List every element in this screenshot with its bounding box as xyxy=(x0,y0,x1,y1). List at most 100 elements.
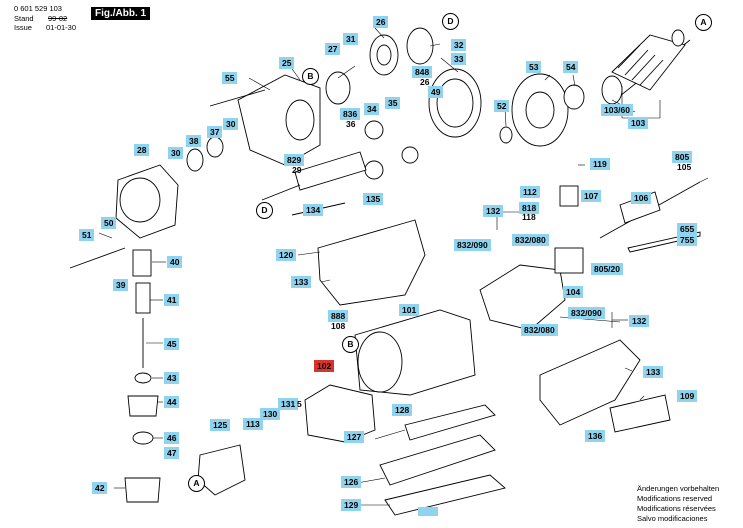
modification-notes: Änderungen vorbehalten Modifications res… xyxy=(637,484,719,524)
housing-shell-133 xyxy=(317,219,426,306)
callout-805-sub: 105 xyxy=(677,162,692,172)
bearing-52 xyxy=(499,126,513,144)
callout-38: 38 xyxy=(186,135,202,147)
callout-51: 51 xyxy=(79,229,95,241)
callout-832-080-top: 832/080 xyxy=(512,234,549,246)
callout-103-60: 103/60 xyxy=(601,104,633,116)
callout-848-sub: 26 xyxy=(420,77,430,87)
callout-46: 46 xyxy=(164,432,180,444)
gear-housing-bore xyxy=(285,99,315,141)
note-en: Modifications reserved xyxy=(637,494,713,503)
handle-shell-133 xyxy=(539,339,641,426)
switch-housing xyxy=(479,264,566,331)
callout-37: 37 xyxy=(207,126,223,138)
callout-107: 107 xyxy=(581,190,602,202)
bearing-plate xyxy=(511,73,569,147)
callout-35: 35 xyxy=(385,97,401,109)
callout-829-sub: 29 xyxy=(292,165,302,175)
callout-119: 119 xyxy=(590,158,610,170)
callout-52: 52 xyxy=(494,100,510,112)
ring-gear-inner xyxy=(436,78,474,128)
callout-832-090-top: 832/090 xyxy=(454,239,491,251)
spindle-shaft xyxy=(261,184,301,201)
callout-755: 755 xyxy=(677,234,698,246)
callout-888-sub: 108 xyxy=(331,321,346,331)
callout-832-090-right: 832/090 xyxy=(568,307,605,319)
nut-42 xyxy=(124,477,161,503)
angle-head-face xyxy=(119,177,161,223)
callout-32: 32 xyxy=(451,39,467,51)
callout-47: 47 xyxy=(164,447,180,459)
callout-131-sub: 5 xyxy=(297,399,302,409)
callout-34: 34 xyxy=(364,103,380,115)
callout-133-left: 133 xyxy=(291,276,312,288)
planet-gear-right xyxy=(401,146,419,164)
ref-circle-d-left: D xyxy=(256,202,273,219)
callout-131: 131 xyxy=(278,398,299,410)
field-coil xyxy=(304,384,376,443)
collet-46 xyxy=(132,431,154,445)
note-es: Salvo modificaciones xyxy=(637,514,708,523)
callout-33: 33 xyxy=(451,53,467,65)
sleeve-40 xyxy=(132,249,152,277)
callout-129: 129 xyxy=(341,499,362,511)
screw-55 xyxy=(209,89,266,107)
callout-50: 50 xyxy=(101,217,117,229)
callout-130: 130 xyxy=(260,408,281,420)
callout-45: 45 xyxy=(164,338,180,350)
callout-818-sub: 118 xyxy=(522,212,536,222)
stand-label: Stand xyxy=(14,14,34,23)
armature-fan xyxy=(601,75,623,105)
callout-28: 28 xyxy=(134,144,150,156)
base-129 xyxy=(384,474,506,516)
callout-805: 805 xyxy=(672,151,693,163)
callout-40: 40 xyxy=(167,256,183,268)
callout-805-20: 805/20 xyxy=(591,263,623,275)
screw-51 xyxy=(69,247,126,269)
suppressor-112 xyxy=(559,185,579,207)
motor-housing-opening xyxy=(357,331,403,393)
callout-113: 113 xyxy=(243,418,263,430)
ref-circle-b-top: B xyxy=(302,68,319,85)
callout-132-top: 132 xyxy=(483,205,504,217)
callout-112: 112 xyxy=(520,186,540,198)
callout-832-080-right: 832/080 xyxy=(521,324,558,336)
ref-circle-a-top: A xyxy=(695,14,712,31)
callout-106: 106 xyxy=(631,192,652,204)
angle-head xyxy=(115,164,179,239)
callout-655: 655 xyxy=(677,223,698,235)
callout-836-sub: 36 xyxy=(346,119,356,129)
bearing-plate-inner xyxy=(525,91,555,129)
callout-103: 103 xyxy=(628,117,649,129)
issue-value: 01-01-30 xyxy=(46,23,77,32)
baffle-125 xyxy=(197,444,246,496)
callout-55: 55 xyxy=(222,72,238,84)
switch-104 xyxy=(554,247,584,274)
callout-128: 128 xyxy=(392,404,413,416)
callout-54: 54 xyxy=(563,61,579,73)
ref-circle-a-bottom: A xyxy=(188,475,205,492)
motor-housing-101 xyxy=(354,309,476,396)
callout-134: 134 xyxy=(303,204,324,216)
planet-gear-34 xyxy=(364,120,384,140)
ref-circle-d-top: D xyxy=(442,13,459,30)
callout-133-right: 133 xyxy=(643,366,664,378)
nut-44 xyxy=(127,395,159,417)
callout-888: 888 xyxy=(328,310,349,322)
callout-135: 135 xyxy=(363,193,384,205)
bearing-38 xyxy=(186,148,204,172)
planet-gear-lower xyxy=(364,160,384,180)
callout-43: 43 xyxy=(164,372,180,384)
bearing-37 xyxy=(206,136,224,158)
part-number: 0 601 529 103 xyxy=(14,4,62,13)
spring-43 xyxy=(134,372,152,384)
spindle xyxy=(294,151,367,191)
figure-title: Fig./Abb. 1 xyxy=(91,7,151,20)
callout-30-left: 30 xyxy=(168,147,184,159)
callout-27: 27 xyxy=(325,43,341,55)
note-de: Änderungen vorbehalten xyxy=(637,484,720,493)
callout-829: 829 xyxy=(284,154,305,166)
armature-commutator xyxy=(671,29,685,47)
callout-127: 127 xyxy=(344,431,365,443)
